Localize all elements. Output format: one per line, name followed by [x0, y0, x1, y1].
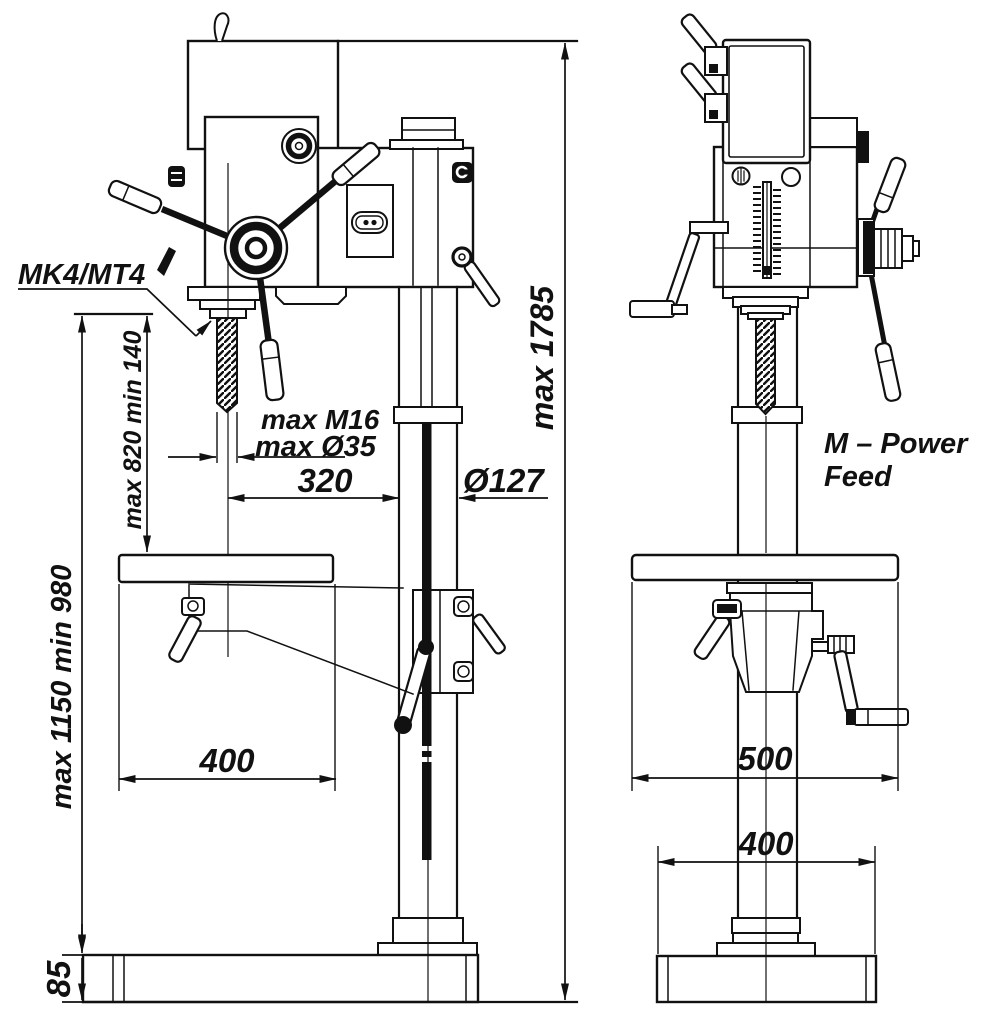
bracket-bolt-top [453, 596, 474, 617]
front-base [81, 693, 480, 1004]
front-view [18, 12, 579, 1004]
dim-text-spindle-table: max 820 min 140 [119, 331, 147, 530]
side-head [629, 13, 918, 318]
indicator-circle [781, 167, 801, 187]
depth-stop-housing [275, 286, 347, 305]
dim-text-throat: 320 [297, 462, 353, 499]
dim-text-table-depth: 500 [737, 740, 793, 777]
dim-text-table-width: 400 [198, 742, 255, 779]
column-collar [393, 406, 463, 424]
dim-text-tap-capacity: max M16 [261, 404, 380, 435]
table-crank-side [811, 635, 909, 726]
drill-bit-front [216, 317, 238, 414]
label-power-feed-2: Feed [824, 461, 893, 493]
clamp-lever-top2 [680, 62, 728, 123]
front-column [393, 285, 506, 920]
feed-handle-side [857, 156, 920, 402]
front-table [117, 553, 414, 695]
side-spindle [722, 286, 809, 416]
table-clamp [168, 597, 205, 663]
dimension-lines-front [18, 39, 579, 1004]
dim-text-base-width: 400 [737, 825, 794, 862]
bracket-bolt-bottom [453, 661, 474, 682]
switch-knob-side [856, 131, 869, 163]
label-power-feed-1: M – Power [824, 428, 969, 460]
label-spindle-taper: MK4/MT4 [18, 259, 145, 291]
small-lever [157, 247, 176, 276]
feed-handles-front [107, 141, 381, 402]
table-bracket-side [729, 592, 824, 693]
switch-panel [346, 184, 394, 258]
dim-text-drill-capacity: max Ø35 [255, 431, 377, 463]
dim-text-overall-height: max 1785 [524, 285, 560, 430]
table-crank-front [394, 639, 434, 734]
side-view [629, 13, 920, 1004]
table-clamp-side [693, 599, 742, 660]
dimension-lines-side [631, 582, 899, 954]
drill-bit-side [755, 318, 776, 416]
head-lock-lever [451, 246, 501, 308]
side-table [630, 553, 909, 726]
dim-text-base-height: 85 [40, 960, 77, 997]
crank-left [629, 221, 729, 318]
depth-scale [753, 181, 781, 279]
belt-cover-latch [213, 12, 230, 42]
clamp-lever-top1 [680, 13, 728, 76]
bracket-lock-lever [472, 613, 506, 655]
dim-text-column-diameter: Ø127 [463, 462, 545, 499]
head-bolt-top [452, 162, 473, 183]
front-head [157, 12, 501, 319]
side-base [655, 583, 878, 1004]
side-knob [168, 166, 185, 187]
dim-text-spindle-base: max 1150 min 980 [46, 565, 78, 810]
side-cover [721, 38, 812, 165]
